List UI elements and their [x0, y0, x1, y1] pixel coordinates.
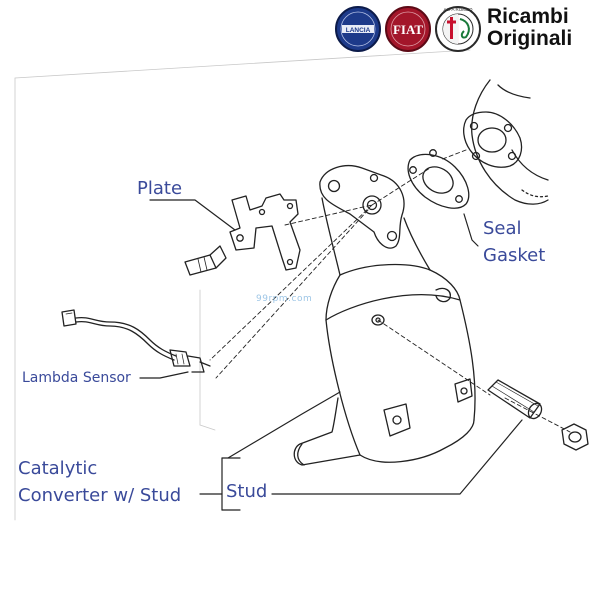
stud: [487, 379, 543, 420]
label-plate: Plate: [137, 178, 183, 199]
catalytic-converter: [293, 165, 476, 466]
lancia-logo-text: LANCIA: [346, 27, 371, 34]
nut: [561, 423, 589, 451]
alfa-romeo-logo: ALFA ROMEO: [435, 6, 481, 52]
label-seal: Seal: [483, 218, 522, 240]
label-seal-line-1: Seal: [483, 218, 522, 239]
label-catalytic-line-2: Converter w/ Stud: [18, 485, 182, 506]
brand-line-2: Originali: [487, 27, 573, 50]
alignment-lines: [209, 149, 571, 433]
label-seal-line-2: Gasket: [483, 245, 546, 266]
lancia-logo: LANCIA: [335, 6, 381, 52]
label-gasket: Gasket: [483, 245, 546, 267]
fiat-logo: FIAT: [385, 6, 431, 52]
brand-logos: LANCIA FIAT ALFA ROMEO: [335, 6, 481, 52]
brand-line-1: Ricambi: [487, 5, 569, 28]
brand-title: Ricambi Originali: [487, 6, 572, 50]
plate-bolt: [184, 245, 227, 276]
label-stud: Stud: [226, 481, 268, 502]
label-lambda-sensor: Lambda Sensor: [22, 370, 131, 386]
watermark: 99rpm.com: [256, 294, 313, 304]
label-catalytic-line-1: Catalytic: [18, 458, 98, 479]
fiat-logo-text: FIAT: [393, 22, 423, 37]
seal-gasket: [407, 149, 470, 209]
leader-lines: [139, 199, 523, 511]
plate-bracket: [229, 193, 301, 271]
lambda-sensor: [61, 309, 211, 373]
engine-block: [463, 79, 549, 205]
alfa-romeo-logo-text: ALFA ROMEO: [443, 7, 473, 12]
